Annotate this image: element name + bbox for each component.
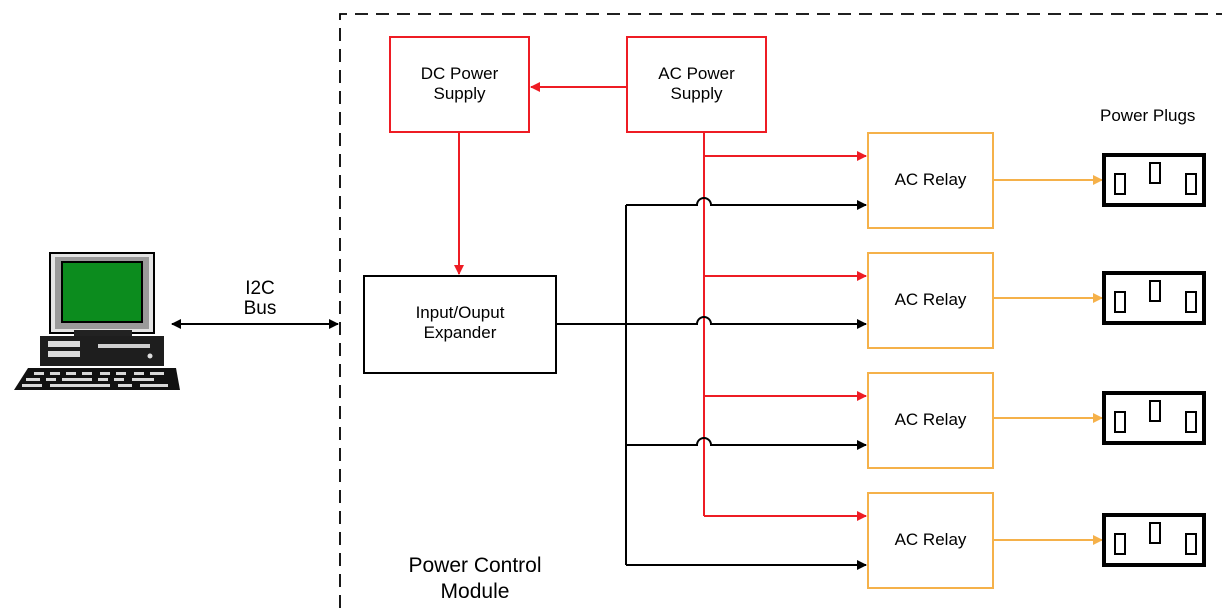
module-label: Power Control Module: [408, 554, 542, 603]
relay-outputs: [993, 175, 1103, 545]
control-to-relay-1: [626, 197, 867, 210]
control-lines: [556, 197, 867, 570]
relay-label-2: AC Relay: [894, 290, 967, 309]
control-to-relay-3: [626, 437, 867, 450]
power-plug-icon: [1102, 153, 1206, 567]
control-to-relay-2: [626, 316, 867, 329]
i2c-bus-label: I2C Bus: [243, 278, 277, 319]
power-plugs-label: Power Plugs: [1100, 106, 1196, 125]
ac-relay-block-3: [867, 372, 994, 469]
module-boundary: [339, 13, 1222, 608]
power-lines: [454, 82, 867, 521]
io-expander-label: Input/Ouput Expander: [415, 303, 505, 342]
relay-blocks: [867, 132, 994, 589]
desktop-computer-icon: [14, 252, 180, 390]
dc-power-supply-label: DC Power Supply: [420, 64, 499, 103]
relay-label-3: AC Relay: [894, 410, 967, 429]
ac-power-supply-label: AC Power Supply: [658, 64, 735, 103]
ac-power-supply-block: [626, 36, 767, 133]
ac-relay-block-2: [867, 252, 994, 349]
relay-label-4: AC Relay: [894, 530, 967, 549]
relay-label-1: AC Relay: [894, 170, 967, 189]
